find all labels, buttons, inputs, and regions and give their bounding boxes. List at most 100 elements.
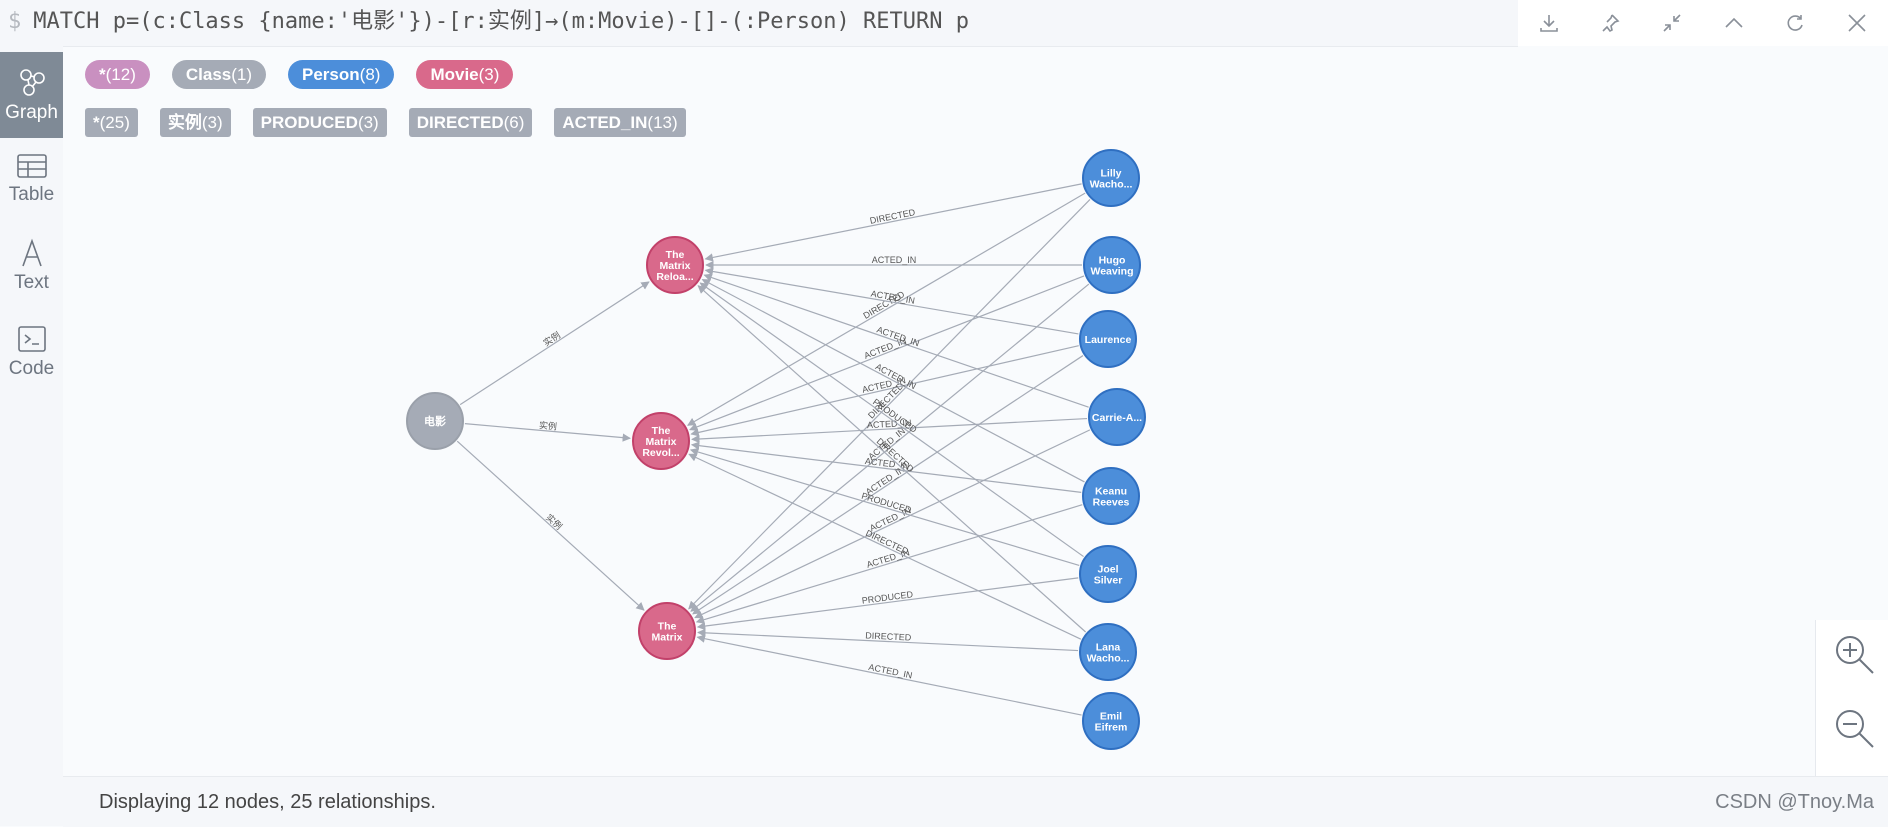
rel-count: (6) — [503, 113, 525, 132]
node-caption: Laurence — [1085, 334, 1132, 346]
edge-line[interactable] — [701, 278, 1085, 483]
node-circle[interactable] — [1088, 388, 1146, 446]
label-count: (3) — [478, 65, 500, 84]
relationship-edge[interactable]: PRODUCED — [696, 577, 1079, 631]
edge-line[interactable] — [688, 453, 1082, 640]
download-button[interactable] — [1529, 3, 1569, 43]
edge-line[interactable] — [692, 355, 1084, 615]
close-button[interactable] — [1837, 3, 1877, 43]
edge-line[interactable] — [456, 440, 645, 611]
graph-node-person[interactable]: Carrie-A... — [1088, 388, 1146, 446]
edge-line[interactable] — [689, 275, 1085, 431]
relationship-edge[interactable]: DIRECTED — [704, 183, 1082, 262]
graph-node-class[interactable]: 电影 — [406, 392, 464, 450]
refresh-button[interactable] — [1775, 3, 1815, 43]
node-circle[interactable] — [1083, 236, 1141, 294]
rel-name: * — [93, 113, 100, 132]
rel-type-acted-in[interactable]: ACTED_IN(13) — [554, 108, 686, 137]
edge-line[interactable] — [697, 285, 1087, 633]
edge-line[interactable] — [687, 192, 1086, 426]
edge-label: DIRECTED — [869, 207, 917, 226]
sidebar-item-table[interactable]: Table — [0, 138, 63, 224]
relationship-edge[interactable]: 实例 — [456, 440, 645, 611]
edge-line[interactable] — [703, 273, 1089, 408]
relationship-edge[interactable]: 实例 — [464, 419, 631, 442]
node-circle[interactable] — [638, 602, 696, 660]
node-circle[interactable] — [1079, 623, 1137, 681]
relationship-edge[interactable]: ACTED_IN — [696, 634, 1082, 716]
relationship-edge[interactable]: ACTED_IN — [704, 267, 1079, 335]
pin-button[interactable] — [1590, 3, 1630, 43]
relationship-edge[interactable]: ACTED_IN — [690, 441, 1082, 493]
zoom-out-icon — [1836, 710, 1874, 748]
edge-line[interactable] — [695, 504, 1083, 624]
node-label-all[interactable]: *(12) — [85, 60, 150, 89]
graph-node-movie[interactable]: TheMatrixReloa... — [646, 236, 704, 294]
edge-line[interactable] — [459, 281, 650, 406]
sidebar-item-code[interactable]: Code — [0, 310, 63, 396]
edge-line[interactable] — [694, 429, 1091, 619]
node-label-class[interactable]: Class(1) — [171, 60, 267, 89]
query-editor[interactable]: $MATCH p=(c:Class {name:'电影'})-[r:实例]→(m… — [0, 0, 1518, 47]
edge-line[interactable] — [691, 417, 1088, 444]
relationship-edge[interactable]: 实例 — [459, 281, 650, 406]
edge-line[interactable] — [704, 267, 1079, 335]
edge-line[interactable] — [697, 628, 1079, 652]
node-label-person[interactable]: Person(8) — [288, 60, 395, 89]
graph-node-person[interactable]: LillyWacho... — [1082, 149, 1140, 207]
edge-line[interactable] — [696, 577, 1079, 631]
rel-type-instance[interactable]: 实例(3) — [159, 108, 231, 137]
zoom-controls — [1815, 620, 1888, 776]
edge-line[interactable] — [696, 634, 1082, 716]
node-circle[interactable] — [1079, 310, 1137, 368]
node-circle[interactable] — [1082, 692, 1140, 750]
relationship-edge[interactable]: ACTED_IN — [691, 417, 1088, 444]
graph-svg[interactable]: 实例实例实例DIRECTEDDIRECTEDDIRECTEDACTED_INAC… — [63, 145, 1813, 775]
collapse-button[interactable] — [1652, 3, 1692, 43]
collapse-up-button[interactable] — [1714, 3, 1754, 43]
node-circle[interactable] — [1082, 149, 1140, 207]
edge-line[interactable] — [689, 447, 1080, 567]
node-circle[interactable] — [1079, 545, 1137, 603]
graph-node-person[interactable]: LanaWacho... — [1079, 623, 1137, 681]
zoom-out-button[interactable] — [1832, 706, 1876, 750]
edge-line[interactable] — [699, 282, 1084, 558]
graph-node-person[interactable]: Laurence — [1079, 310, 1137, 368]
node-caption: Matrix — [652, 632, 683, 644]
node-label-movie[interactable]: Movie(3) — [416, 60, 514, 89]
sidebar-item-graph[interactable]: Graph — [0, 52, 63, 138]
sidebar-item-text[interactable]: Text — [0, 224, 63, 310]
node-circle[interactable] — [1082, 467, 1140, 525]
view-sidebar: Graph Table Text Code — [0, 46, 63, 826]
relationship-edge[interactable]: DIRECTED — [697, 628, 1079, 652]
edge-line[interactable] — [704, 183, 1082, 262]
zoom-in-button[interactable] — [1832, 632, 1876, 676]
node-circle[interactable] — [646, 236, 704, 294]
relationship-edge[interactable]: ACTED_IN — [705, 255, 1082, 270]
edge-line[interactable] — [688, 199, 1091, 610]
node-caption: Emil — [1100, 711, 1122, 723]
edge-line[interactable] — [464, 423, 631, 442]
rel-type-directed[interactable]: DIRECTED(6) — [408, 108, 533, 137]
relationship-edge[interactable]: DIRECTED — [687, 192, 1086, 426]
node-circle[interactable] — [632, 412, 690, 470]
edge-label: ACTED_IN — [868, 662, 914, 681]
edge-line[interactable] — [690, 283, 1090, 612]
sidebar-item-label: Code — [8, 358, 55, 379]
edge-label: ACTED_IN — [872, 255, 917, 265]
edge-label: PRODUCED — [861, 589, 914, 606]
edge-line[interactable] — [690, 441, 1082, 493]
close-icon — [1848, 14, 1866, 32]
rel-type-all[interactable]: *(25) — [85, 108, 138, 137]
node-circle[interactable] — [406, 392, 464, 450]
edge-line[interactable] — [690, 345, 1079, 437]
query-text[interactable]: MATCH p=(c:Class {name:'电影'})-[r:实例]→(m:… — [33, 9, 969, 34]
graph-node-movie[interactable]: TheMatrixRevol... — [632, 412, 690, 470]
rel-type-produced[interactable]: PRODUCED(3) — [252, 108, 387, 137]
